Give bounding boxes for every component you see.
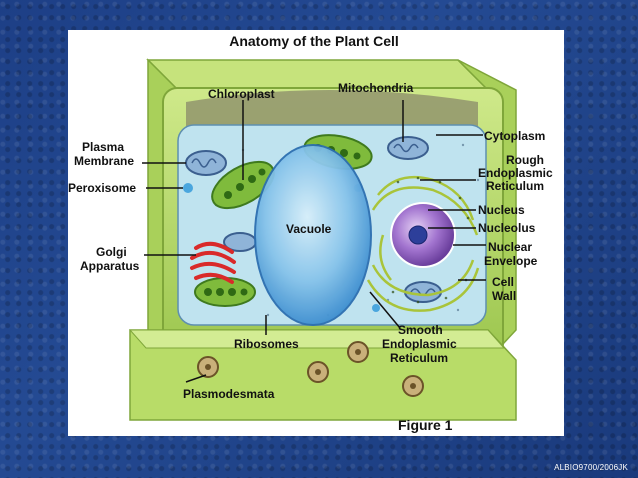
label-cytoplasm: Cytoplasm xyxy=(484,129,545,143)
label-golgi-line2: Apparatus xyxy=(80,259,140,273)
label-plasma-membrane-line2: Membrane xyxy=(74,154,134,168)
leader-lines xyxy=(142,100,486,383)
diagram-title: Anatomy of the Plant Cell xyxy=(229,33,399,49)
label-smooth-er-line1: Smooth xyxy=(398,323,443,337)
vacuole-organelle xyxy=(254,144,372,326)
label-vacuole: Vacuole xyxy=(286,222,332,236)
label-rough-er-line1: Rough xyxy=(506,153,544,167)
label-nucleus: Nucleus xyxy=(478,203,525,217)
label-plasmodesmata: Plasmodesmata xyxy=(183,387,275,401)
rough-er-ribosomes xyxy=(391,176,470,304)
plant-cell-diagram: Anatomy of the Plant Cell Chloroplast Mi… xyxy=(68,33,553,433)
label-nuclear-envelope-line1: Nuclear xyxy=(488,240,532,254)
label-ribosomes: Ribosomes xyxy=(234,337,299,351)
label-rough-er-line3: Reticulum xyxy=(486,179,544,193)
plasmodesmata-pores xyxy=(197,341,424,397)
label-nuclear-envelope-line2: Envelope xyxy=(484,254,538,268)
label-plasma-membrane-line1: Plasma xyxy=(82,140,124,154)
label-rough-er-line2: Endoplasmic xyxy=(478,166,553,180)
label-golgi-line1: Golgi xyxy=(96,245,127,259)
golgi-organelle xyxy=(190,241,236,284)
label-smooth-er-line2: Endoplasmic xyxy=(382,337,457,351)
nucleolus-organelle xyxy=(408,225,428,245)
label-mitochondria: Mitochondria xyxy=(338,81,414,95)
chloroplast-organelles xyxy=(194,134,373,307)
label-peroxisome: Peroxisome xyxy=(68,181,136,195)
mitochondria-organelles xyxy=(185,136,442,303)
label-chloroplast: Chloroplast xyxy=(208,87,275,101)
figure-caption: Figure 1 xyxy=(398,417,453,433)
label-nucleolus: Nucleolus xyxy=(478,221,536,235)
label-cell-wall-line2: Wall xyxy=(492,289,516,303)
label-cell-wall-line1: Cell xyxy=(492,275,514,289)
label-smooth-er-line3: Reticulum xyxy=(390,351,448,365)
slide-panel: Anatomy of the Plant Cell Chloroplast Mi… xyxy=(68,30,564,436)
credit-text: ALBIO9700/2006JK xyxy=(554,463,628,472)
